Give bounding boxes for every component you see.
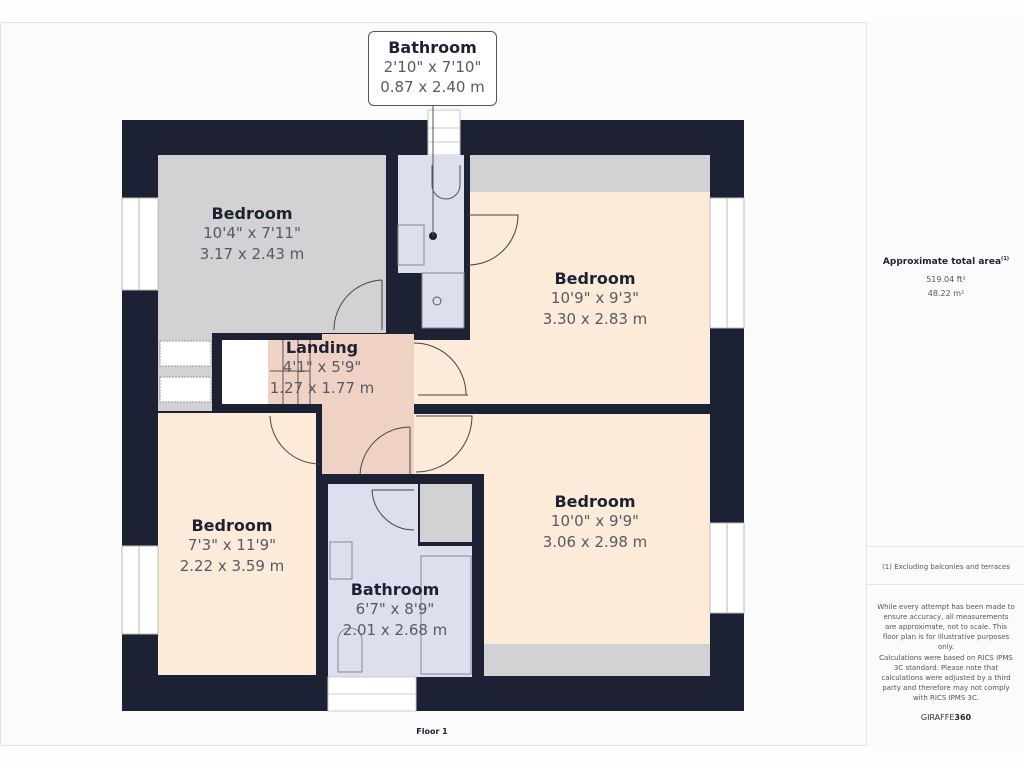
room-bathroom-ensuite [398,155,464,273]
disclaimer-rics: Calculations were based on RICS IPMS 3C … [879,654,1013,702]
divider [867,584,1024,585]
label-bedroom-bottom-right: Bedroom 10'0" x 9'9" 3.06 x 2.98 m [525,492,665,553]
label-bedroom-bottom-left: Bedroom 7'3" x 11'9" 2.22 x 3.59 m [172,516,292,577]
room-name: Bedroom [191,516,273,535]
window [121,545,159,635]
label-bedroom-top-left: Bedroom 10'4" x 7'11" 3.17 x 2.43 m [192,204,312,265]
window [121,197,159,291]
room-bedroom-top-right [470,192,710,404]
room-dim-metric: 1.27 x 1.77 m [269,379,375,397]
room-name: Bedroom [211,204,293,223]
room-dim-imperial: 4'1" x 5'9" [282,358,362,376]
brand-light: GIRAFFE [920,713,955,722]
label-bedroom-top-right: Bedroom 10'9" x 9'3" 3.30 x 2.83 m [525,269,665,330]
room-dim-imperial: 6'7" x 8'9" [355,600,435,618]
room-dim-metric: 3.17 x 2.43 m [199,245,305,263]
area-sqft: 519.04 ft² [926,275,966,284]
room-bedroom-bottom-left [158,413,316,675]
brand-logo: GIRAFFE360 [867,713,1024,722]
room-name: Bathroom [350,580,440,599]
disclaimer-accuracy: While every attempt has been made to ens… [877,603,1015,651]
room-dim-imperial: 2'10" x 7'10" [383,58,482,76]
room-landing [322,334,414,474]
wardrobe [159,340,212,367]
room-dim-metric: 3.30 x 2.83 m [542,310,648,328]
wardrobe [159,376,212,403]
divider [867,546,1024,547]
room-dim-metric: 2.22 x 3.59 m [179,557,285,575]
room-dim-metric: 3.06 x 2.98 m [542,533,648,551]
brand-bold: 360 [954,713,972,722]
room-bedroom-bottom-right [484,414,710,644]
room-name: Bedroom [554,269,636,288]
info-sidebar: Approximate total area(1) 519.04 ft² 48.… [866,22,1024,746]
door-swing [333,279,383,331]
room-dim-metric: 2.01 x 2.68 m [342,621,448,639]
room-name: Bedroom [554,492,636,511]
area-title: Approximate total area(1) [867,256,1024,267]
room-name: Bathroom [388,38,477,57]
label-bathroom-main: Bathroom 6'7" x 8'9" 2.01 x 2.68 m [334,580,456,641]
floor-label: Floor 1 [416,727,448,736]
callout-bathroom-ensuite: Bathroom 2'10" x 7'10" 0.87 x 2.40 m [368,31,497,106]
room-dim-imperial: 7'3" x 11'9" [187,536,277,554]
room-dim-imperial: 10'9" x 9'3" [550,289,640,307]
room-dim-metric: 0.87 x 2.40 m [380,78,485,96]
room-bedroom-top-left [158,155,386,333]
area-footnote: (1) [1001,256,1010,262]
floorplan-drawing [121,106,745,712]
room-dim-imperial: 10'0" x 9'9" [550,512,640,530]
room-name: Landing [285,338,359,357]
label-landing: Landing 4'1" x 5'9" 1.27 x 1.77 m [262,338,382,399]
room-dim-imperial: 10'4" x 7'11" [203,224,301,242]
area-note: (1) Excluding balconies and terraces [882,563,1010,571]
area-title-text: Approximate total area [882,257,1002,267]
area-sqm: 48.22 m² [927,289,965,298]
